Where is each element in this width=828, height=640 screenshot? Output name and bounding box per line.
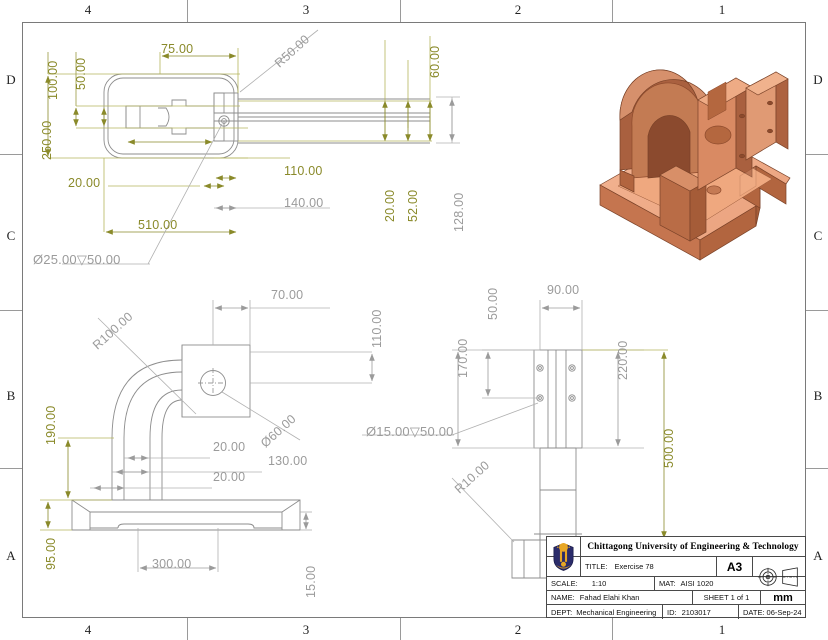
zone-bottom-4: 4 (84, 622, 92, 637)
material-field: MAT: AISI 1020 (655, 577, 805, 590)
dim-20-v: 20.00 (383, 189, 397, 222)
zone-right-B: B (813, 388, 823, 403)
units-field: mm (761, 591, 805, 604)
zone-tick-left-1 (0, 154, 22, 155)
zone-bottom-2: 2 (514, 622, 522, 637)
zone-top-3: 3 (302, 2, 310, 17)
title-label: TITLE: (585, 562, 608, 571)
title-field: TITLE: Exercise 78 (581, 557, 717, 576)
zone-top-1: 1 (718, 2, 726, 17)
zone-left-B: B (6, 388, 16, 403)
dim-300: 300.00 (152, 557, 192, 571)
id-value: 2103017 (681, 607, 711, 617)
dim-220: 220.00 (616, 340, 630, 380)
dim-110-front: 110.00 (370, 309, 384, 348)
name-label: NAME: (551, 593, 575, 602)
dim-70: 70.00 (271, 288, 304, 302)
zone-right-C: C (813, 228, 823, 243)
zone-tick-right-2 (806, 310, 828, 311)
dim-50-side: 50.00 (486, 287, 500, 320)
zone-right-A: A (813, 548, 823, 563)
sheet-size: A3 (717, 557, 753, 576)
dim-110-top: 110.00 (284, 164, 323, 178)
dim-dia25: Ø25.00▽50.00 (33, 252, 121, 267)
dim-75: 75.00 (161, 42, 194, 56)
dim-100: 100.00 (46, 60, 60, 100)
scale-label: SCALE: (551, 579, 578, 588)
zone-tick-bot-1 (187, 618, 188, 640)
zone-left-D: D (6, 72, 16, 87)
material-label: MAT: (659, 579, 676, 588)
zone-bottom-3: 3 (302, 622, 310, 637)
dim-52-v: 52.00 (406, 189, 420, 222)
id-label: ID: (667, 607, 677, 617)
dim-140: 140.00 (284, 196, 324, 210)
zone-tick-right-1 (806, 154, 828, 155)
drawing-frame (22, 22, 806, 618)
id-field: ID: 2103017 (663, 605, 739, 619)
first-angle-projection-icon (757, 567, 798, 587)
dim-190: 190.00 (44, 405, 58, 445)
date-value: 06-Sep-24 (766, 607, 802, 617)
cuet-logo-icon (553, 542, 574, 571)
zone-tick-left-2 (0, 310, 22, 311)
dim-15: 15.00 (304, 565, 318, 598)
zone-tick-top-2 (400, 0, 401, 22)
zone-bottom-1: 1 (718, 622, 726, 637)
zone-tick-right-3 (806, 468, 828, 469)
dept-field: DEPT: Mechanical Engineering (547, 605, 663, 619)
dim-500: 500.00 (662, 428, 676, 468)
zone-tick-bot-3 (612, 618, 613, 640)
name-field: NAME: Fahad Elahi Khan (547, 591, 693, 604)
dim-95: 95.00 (44, 537, 58, 570)
zone-left-A: A (6, 548, 16, 563)
dim-dia15: Ø15.00▽50.00 (366, 424, 454, 439)
sheet-field: SHEET 1 of 1 (693, 591, 761, 604)
sheet-size-value: A3 (726, 559, 743, 574)
dim-128-v: 128.00 (452, 192, 466, 232)
name-value: Fahad Elahi Khan (579, 593, 640, 602)
dim-130: 130.00 (268, 454, 308, 468)
zone-tick-top-3 (612, 0, 613, 22)
university-name-text: Chittagong University of Engineering & T… (587, 541, 799, 552)
date-field: DATE: 06-Sep-24 (739, 605, 805, 619)
units-value: mm (773, 591, 793, 604)
scale-field: SCALE: 1:10 (547, 577, 655, 590)
zone-tick-bot-2 (400, 618, 401, 640)
title-block: Chittagong University of Engineering & T… (546, 536, 806, 619)
zone-right-D: D (813, 72, 823, 87)
zone-tick-left-3 (0, 468, 22, 469)
projection-symbol-cell (753, 557, 805, 597)
dim-20-c: 20.00 (213, 470, 246, 484)
dept-value: Mechanical Engineering (576, 607, 657, 617)
dim-90: 90.00 (547, 283, 580, 297)
dept-label: DEPT: (551, 607, 573, 617)
sheet-value: SHEET 1 of 1 (703, 593, 750, 602)
zone-top-2: 2 (514, 2, 522, 17)
scale-value: 1:10 (591, 579, 607, 588)
date-label: DATE: (743, 607, 765, 617)
zone-left-C: C (6, 228, 16, 243)
dim-510: 510.00 (138, 218, 178, 232)
dim-20-top: 20.00 (68, 176, 101, 190)
zone-tick-top-1 (187, 0, 188, 22)
dim-170: 170.00 (456, 338, 470, 378)
dim-50-top: 50.00 (74, 57, 88, 90)
dim-250: 250.00 (40, 120, 54, 160)
dim-20-b: 20.00 (213, 440, 246, 454)
title-value: Exercise 78 (614, 562, 654, 571)
material-value: AISI 1020 (680, 579, 714, 588)
zone-top-4: 4 (84, 2, 92, 17)
university-name: Chittagong University of Engineering & T… (581, 537, 805, 556)
dim-60-v: 60.00 (428, 45, 442, 78)
